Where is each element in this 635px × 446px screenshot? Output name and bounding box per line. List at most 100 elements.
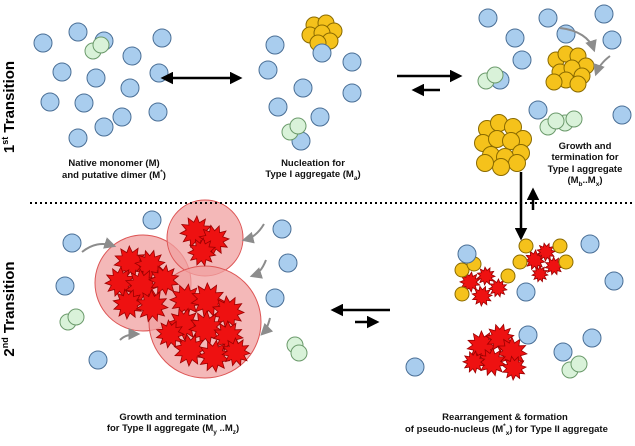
monomer	[604, 271, 624, 291]
monomer	[40, 92, 60, 112]
monomer	[62, 233, 82, 253]
monomer	[258, 60, 278, 80]
type2-star	[461, 350, 486, 374]
monomer	[342, 83, 362, 103]
dimer	[67, 308, 85, 326]
monomers	[33, 4, 632, 377]
monomer	[33, 33, 53, 53]
dimer	[565, 110, 583, 128]
monomer	[265, 35, 285, 55]
type2-star	[167, 307, 201, 342]
monomer	[55, 276, 75, 296]
type2-star	[476, 266, 497, 286]
monomer	[505, 28, 525, 48]
monomer	[538, 8, 558, 28]
monomer	[120, 78, 140, 98]
monomer	[594, 4, 614, 24]
dimer	[289, 117, 307, 135]
type2-star	[155, 319, 186, 349]
type1-particle	[552, 238, 568, 254]
monomer	[310, 107, 330, 127]
monomer	[556, 24, 576, 44]
monomer	[342, 52, 362, 72]
dimer	[290, 344, 308, 362]
monomer	[68, 128, 88, 148]
monomer	[52, 62, 72, 82]
monomer	[582, 328, 602, 348]
monomer	[278, 253, 298, 273]
type2-star	[544, 255, 565, 276]
type1-particle	[569, 75, 587, 93]
monomer	[528, 100, 548, 120]
monomer	[518, 325, 538, 345]
monomer	[478, 8, 498, 28]
dimer	[92, 36, 110, 54]
motion-arrow	[241, 223, 265, 244]
type2-star	[487, 278, 508, 298]
type2-aggregates	[104, 214, 565, 382]
caption-nucleation: Nucleation for Type I aggregate (Ma)	[265, 158, 361, 183]
type1-particle	[492, 158, 510, 176]
monomer	[405, 357, 425, 377]
type1-particle	[545, 73, 563, 91]
monomer	[516, 282, 536, 302]
monomer	[152, 28, 172, 48]
type2-star	[112, 288, 145, 321]
type1-particle	[454, 286, 470, 302]
motion-arrow	[81, 237, 117, 253]
motion-arrow	[119, 328, 141, 341]
monomer	[457, 244, 477, 264]
dimer	[547, 112, 565, 130]
type1-particle	[558, 254, 574, 270]
dimers	[59, 36, 588, 379]
monomer	[602, 30, 622, 50]
dimer	[486, 66, 504, 84]
caption-growth-type2: Growth and termination for Type II aggre…	[106, 412, 240, 437]
type2-star	[147, 264, 180, 296]
type1-particle	[454, 262, 470, 278]
type2-star	[531, 264, 549, 283]
type1-aggregates	[301, 14, 595, 302]
monomer	[553, 342, 573, 362]
type2-star	[471, 285, 494, 308]
type1-particle	[500, 268, 516, 284]
caption-rearrangement: Rearrangement & formation of pseudo-nucl…	[405, 412, 608, 438]
monomer	[149, 63, 169, 83]
type1-particle	[476, 154, 494, 172]
monomer	[94, 117, 114, 137]
type2-star	[536, 242, 557, 262]
monomer	[512, 50, 532, 70]
monomer	[293, 78, 313, 98]
type1-particle	[518, 238, 534, 254]
type1-particle	[508, 154, 526, 172]
monomer	[122, 46, 142, 66]
monomer	[580, 234, 600, 254]
motion-arrow	[260, 317, 274, 336]
monomer	[272, 219, 292, 239]
motion-arrow	[559, 27, 597, 53]
monomer	[74, 93, 94, 113]
monomer	[148, 102, 168, 122]
dimer	[570, 355, 588, 373]
monomer	[88, 350, 108, 370]
type2-star	[501, 355, 528, 382]
caption-native-monomer: Native monomer (M) and putative dimer (M…	[62, 158, 166, 182]
monomer	[86, 68, 106, 88]
type1-particle	[512, 254, 528, 270]
type2-star	[186, 237, 217, 267]
monomer	[268, 97, 288, 117]
type2-star	[188, 309, 224, 346]
type1-particle	[502, 132, 520, 150]
monomer	[112, 107, 132, 127]
monomer	[312, 43, 332, 63]
motion-arrow	[249, 259, 267, 279]
monomer	[265, 288, 285, 308]
motion-arrow	[593, 55, 611, 77]
second-transition-label: 2nd Transition	[0, 261, 18, 357]
type2-star	[458, 271, 481, 293]
monomer	[68, 22, 88, 42]
monomer	[142, 210, 162, 230]
monomer	[612, 105, 632, 125]
